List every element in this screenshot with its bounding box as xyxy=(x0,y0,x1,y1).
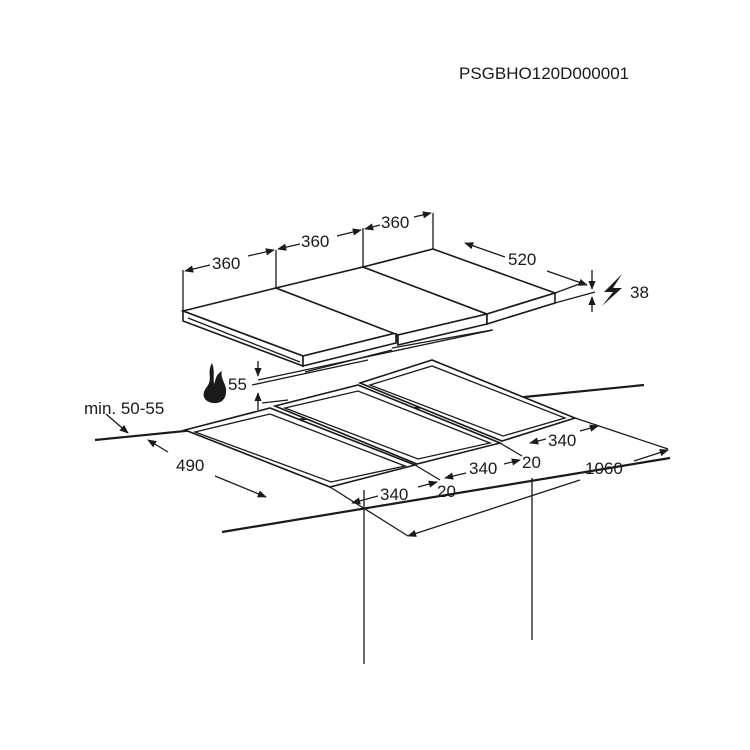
dim-gap-2: 20 xyxy=(522,453,541,472)
dim-total-width: 1060 xyxy=(585,459,623,478)
dim-cutout-width-3: 340 xyxy=(548,431,576,450)
top-dimensions: 360 360 360 520 38 xyxy=(182,211,649,312)
dim-gap-1: 20 xyxy=(437,482,456,501)
dim-top-width-1: 360 xyxy=(212,254,240,273)
dim-top-width-2: 360 xyxy=(301,232,329,251)
cutouts xyxy=(182,359,578,488)
dim-depth-top: 520 xyxy=(508,250,536,269)
lightning-icon xyxy=(602,274,622,306)
cutout-dimensions: 490 340 20 340 20 340 1060 xyxy=(147,417,669,537)
dim-cutout-width-2: 340 xyxy=(469,459,497,478)
dim-cutout-width-1: 340 xyxy=(380,485,408,504)
hob-unit-1 xyxy=(180,287,399,368)
flame-icon xyxy=(203,363,227,404)
dim-cutout-depth: 490 xyxy=(176,456,204,475)
dim-height-top: 38 xyxy=(630,283,649,302)
product-code: PSGBHO120D000001 xyxy=(459,64,629,83)
clearance-dimension: 55 xyxy=(228,329,494,410)
dim-clearance: 55 xyxy=(228,375,247,394)
dim-worktop-thickness: min. 50-55 xyxy=(84,399,164,418)
dim-top-width-3: 360 xyxy=(381,213,409,232)
